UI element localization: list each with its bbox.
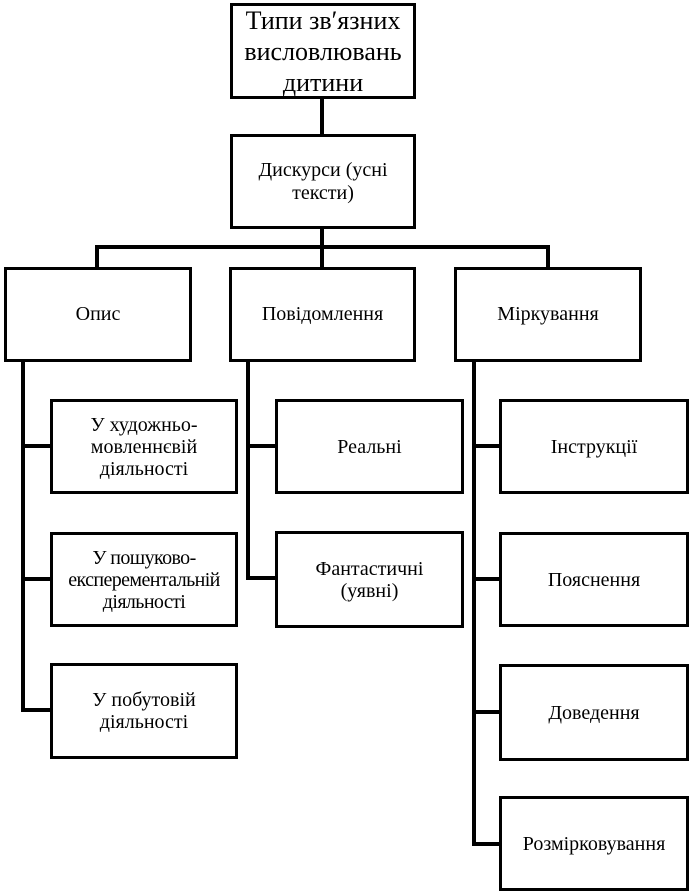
connector-to-povidomlennia (320, 245, 324, 268)
povidomlennia-item-fantastic: Фантастичні (уявні) (275, 531, 464, 628)
connector-povidomlennia-item-2 (246, 576, 277, 580)
connector-opys-spine (21, 361, 25, 712)
connector-opys-item-3 (21, 708, 52, 712)
category-mirkuvannia: Міркування (454, 267, 642, 362)
mirkuvannia-item-instructions: Інструкції (499, 399, 689, 494)
discourse-node: Дискурси (усні тексти) (230, 134, 416, 229)
connector-opys-item-1 (21, 444, 52, 448)
povidomlennia-item-real: Реальні (275, 399, 464, 494)
mirkuvannia-item-explanation: Пояснення (499, 532, 689, 627)
connector-to-opys (95, 245, 99, 268)
mirkuvannia-item-proof: Доведення (499, 664, 689, 761)
connector-discourse-down (320, 228, 324, 248)
mirkuvannia-item-reasoning: Розмірковування (499, 796, 689, 891)
opys-item-artistic: У художньо- мовленнєвій діяльності (50, 399, 238, 494)
opys-item-household: У побутовій діяльності (50, 663, 238, 759)
connector-povidomlennia-item-1 (246, 444, 277, 448)
connector-to-mirkuvannia (546, 245, 550, 268)
connector-mirkuvannia-spine (472, 361, 476, 846)
root-node: Типи зв′язних висловлювань дитини (230, 3, 416, 99)
connector-povidomlennia-spine (246, 361, 250, 580)
connector-mirkuvannia-item-4 (472, 842, 501, 846)
connector-mirkuvannia-item-3 (472, 710, 501, 714)
connector-opys-item-2 (21, 577, 52, 581)
connector-mirkuvannia-item-2 (472, 577, 501, 581)
category-opys: Опис (4, 267, 192, 362)
category-povidomlennia: Повідомлення (229, 267, 416, 362)
connector-mirkuvannia-item-1 (472, 444, 501, 448)
connector-root-to-discourse (320, 97, 324, 135)
opys-item-experimental: У пошуково- експерементальній діяльності (50, 532, 238, 627)
